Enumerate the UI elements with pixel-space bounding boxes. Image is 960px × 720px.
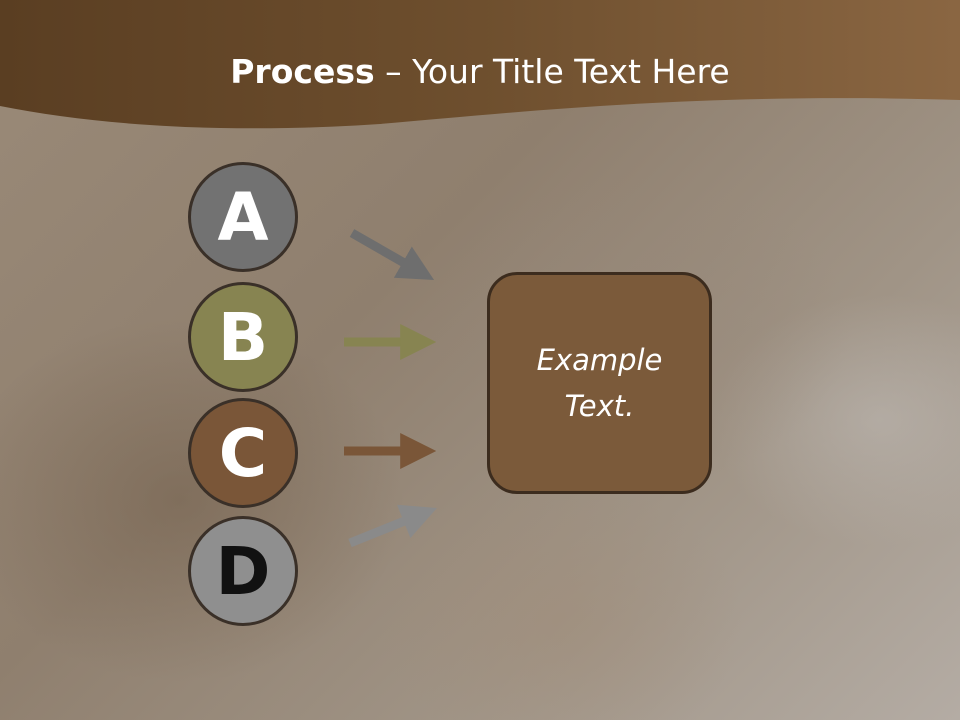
step-a-letter: A — [217, 178, 269, 256]
header-band — [0, 0, 960, 129]
result-text-line2: Text. — [564, 389, 635, 423]
step-d-circle: D — [188, 516, 298, 626]
title-rest: – Your Title Text Here — [374, 52, 730, 91]
arrow-a — [349, 229, 435, 281]
result-box: Example Text. — [487, 272, 712, 494]
title-bold: Process — [230, 52, 375, 91]
step-a-circle: A — [188, 162, 298, 272]
result-text-line1: Example — [536, 343, 663, 377]
step-b-letter: B — [217, 298, 269, 376]
step-c-circle: C — [188, 398, 298, 508]
slide-title: Process – Your Title Text Here — [0, 52, 960, 91]
step-d-letter: D — [215, 532, 271, 610]
step-b-circle: B — [188, 282, 298, 392]
step-c-letter: C — [218, 414, 268, 492]
arrow-d — [348, 504, 438, 548]
